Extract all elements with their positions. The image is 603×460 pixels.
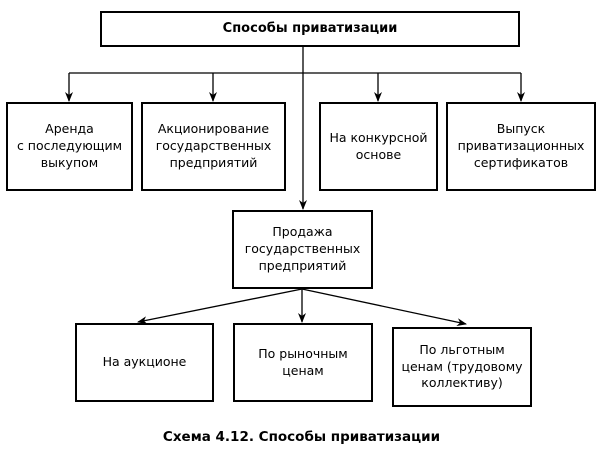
sale-method-label-line: По рыночным xyxy=(258,345,348,361)
method-label-line: выкупом xyxy=(40,154,99,170)
root-box: Способы приватизации xyxy=(100,11,520,47)
method-label-line: Выпуск xyxy=(496,121,546,137)
method-box-konkurs: На конкурсной основе xyxy=(319,102,438,191)
sale-method-box-rynochnym: По рыночным ценам xyxy=(233,323,373,402)
sale-method-label-line: ценам (трудовому xyxy=(401,358,523,374)
arrow-to-auktsion xyxy=(137,288,303,325)
figure-caption: Схема 4.12. Способы приватизации xyxy=(162,429,441,445)
sale-method-label-line: На аукционе xyxy=(102,354,187,370)
sale-box: Продажа государственных предприятий xyxy=(232,210,373,289)
method-label-line: предприятий xyxy=(169,154,258,170)
method-label-line: На конкурсной xyxy=(329,129,428,145)
sale-label-line: государственных xyxy=(244,241,361,257)
method-label-line: Акционирование xyxy=(157,121,270,137)
sale-method-label-line: ценам xyxy=(282,362,324,378)
arrow-to-lgotnym xyxy=(301,288,467,327)
sale-method-box-auktsion: На аукционе xyxy=(75,323,214,402)
sale-method-label-line: коллективу) xyxy=(421,375,503,391)
method-label-line: приватизационных xyxy=(457,138,585,154)
method-label-line: основе xyxy=(355,146,402,162)
method-box-arenda: Аренда с последующим выкупом xyxy=(6,102,133,191)
method-label-line: государственных xyxy=(155,138,272,154)
sale-method-label-line: По льготным xyxy=(419,341,505,357)
method-label-line: с последующим xyxy=(16,138,123,154)
root-label: Способы приватизации xyxy=(222,21,398,37)
method-label-line: сертификатов xyxy=(473,154,569,170)
method-box-vypusk: Выпуск приватизационных сертификатов xyxy=(446,102,596,191)
sale-method-box-lgotnym: По льготным ценам (трудовому коллективу) xyxy=(392,327,532,407)
sale-label-line: Продажа xyxy=(272,224,333,240)
method-box-aktsionirovanie: Акционирование государственных предприят… xyxy=(141,102,286,191)
sale-label-line: предприятий xyxy=(258,257,347,273)
method-label-line: Аренда xyxy=(45,121,94,137)
